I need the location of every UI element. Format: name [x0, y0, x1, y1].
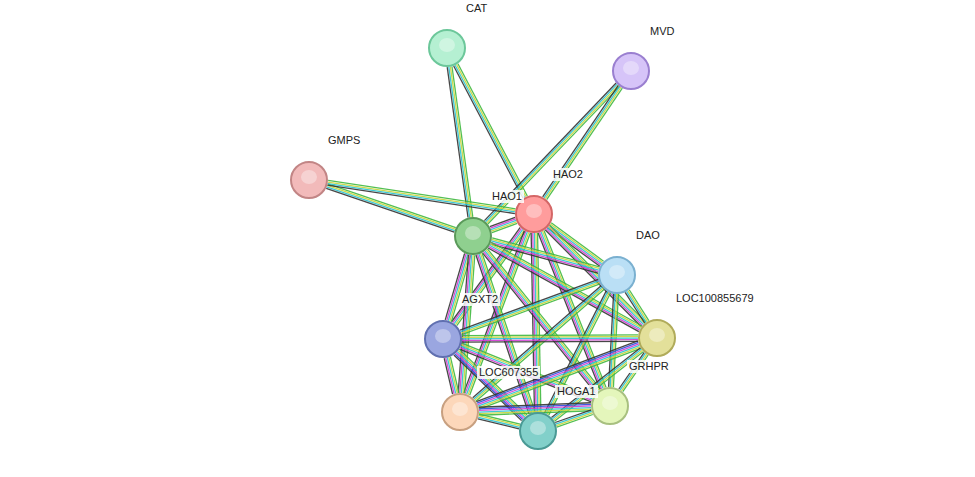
evidence-strand [557, 414, 593, 427]
evidence-strand [462, 337, 638, 339]
interaction-edge [478, 414, 520, 429]
interaction-edge [490, 217, 517, 232]
evidence-strand [447, 254, 466, 321]
protein-label: LOC607355 [477, 366, 540, 379]
evidence-strand [490, 217, 515, 226]
evidence-strand [460, 255, 470, 393]
protein-highlight [435, 329, 451, 343]
interaction-edge [484, 83, 619, 224]
protein-circle [612, 52, 650, 90]
protein-highlight [439, 38, 455, 52]
evidence-strand [460, 279, 598, 330]
evidence-strand [328, 184, 515, 212]
protein-label: DAO [634, 229, 662, 242]
evidence-strand [556, 411, 592, 424]
protein-circle [519, 412, 557, 450]
evidence-strand [484, 83, 616, 221]
evidence-strand [545, 87, 621, 199]
protein-label: HAO2 [551, 168, 585, 181]
evidence-strand [628, 291, 648, 322]
protein-node: LOC607355 [441, 393, 479, 431]
evidence-strand [447, 67, 468, 217]
evidence-strand [445, 253, 464, 320]
evidence-strand [458, 64, 527, 196]
evidence-strand [455, 65, 524, 197]
evidence-strand [458, 255, 468, 393]
evidence-strand [462, 339, 638, 341]
protein-node: CAT [428, 29, 466, 67]
protein-highlight [602, 396, 618, 410]
evidence-strand [479, 403, 591, 407]
evidence-strand [543, 85, 619, 197]
evidence-strand [462, 334, 638, 336]
protein-highlight [452, 402, 468, 416]
protein-circle [424, 320, 462, 358]
evidence-strand [478, 417, 519, 427]
protein-highlight [465, 226, 481, 240]
protein-node: HAO1 [454, 217, 492, 255]
protein-circle [441, 393, 479, 431]
protein-highlight [530, 421, 546, 435]
evidence-strand [457, 64, 526, 196]
interaction-edge [444, 357, 459, 394]
protein-label: AGXT2 [460, 293, 500, 306]
interaction-edge [454, 64, 528, 199]
interaction-edge [476, 341, 640, 409]
protein-highlight [649, 328, 665, 342]
interaction-edge [543, 85, 623, 199]
protein-highlight [526, 204, 542, 218]
protein-circle [638, 319, 676, 357]
protein-node: DAO [598, 256, 636, 294]
evidence-strand [486, 84, 618, 222]
evidence-strand [555, 410, 591, 423]
evidence-strand [444, 358, 452, 394]
interaction-edge [488, 242, 642, 331]
interaction-edge [555, 410, 593, 427]
protein-highlight [623, 61, 639, 75]
evidence-strand [328, 180, 515, 208]
evidence-strand [547, 88, 623, 200]
evidence-strand [625, 292, 645, 323]
evidence-strand [327, 185, 514, 213]
protein-circle [598, 256, 636, 294]
evidence-strand [487, 85, 619, 223]
protein-highlight [609, 265, 625, 279]
evidence-strand [328, 182, 515, 210]
protein-label: CAT [464, 2, 489, 15]
interaction-edge [625, 290, 649, 323]
protein-label: MVD [648, 25, 676, 38]
protein-circle [428, 29, 466, 67]
evidence-strand [488, 86, 620, 224]
protein-label: HAO1 [490, 190, 524, 203]
evidence-strand [544, 291, 606, 413]
protein-node: HOGA1 [519, 412, 557, 450]
protein-label: LOC100855679 [674, 292, 756, 305]
protein-highlight [301, 170, 317, 184]
evidence-strand [462, 336, 638, 338]
protein-node: LOC100855679 [638, 319, 676, 357]
protein-label: HOGA1 [555, 385, 598, 398]
evidence-strand [556, 413, 592, 426]
evidence-strand [544, 86, 620, 198]
protein-node: MVD [612, 52, 650, 90]
evidence-strand [627, 291, 647, 322]
protein-node: GMPS [290, 161, 328, 199]
interaction-edge [327, 180, 515, 213]
protein-label: GMPS [326, 134, 362, 147]
protein-node: AGXT2 [424, 320, 462, 358]
protein-circle [454, 217, 492, 255]
protein-circle [290, 161, 328, 199]
evidence-strand [446, 358, 454, 394]
evidence-strand [629, 290, 649, 321]
evidence-strand [454, 66, 523, 198]
evidence-strand [478, 419, 519, 429]
protein-label: GRHPR [627, 360, 671, 373]
evidence-strand [490, 219, 515, 228]
interaction-edge [462, 335, 638, 342]
evidence-strand [462, 341, 638, 343]
